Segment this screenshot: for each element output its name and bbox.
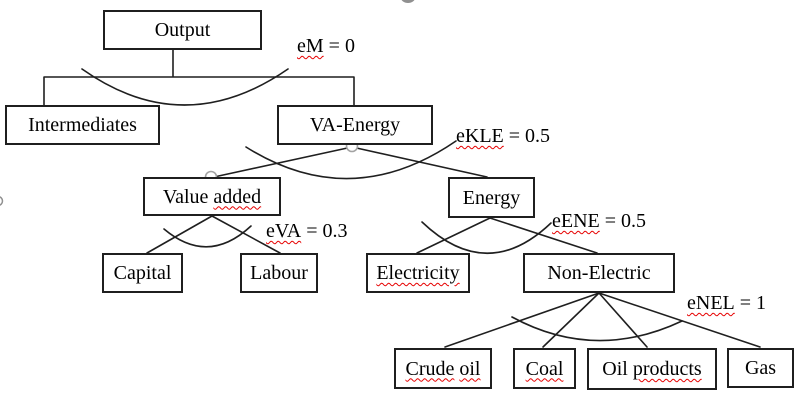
node-energy[interactable]: Energy [448, 177, 535, 218]
node-va-energy[interactable]: VA-Energy [277, 105, 433, 145]
node-label: Intermediates [28, 114, 137, 136]
node-oil-products[interactable]: Oil products [587, 348, 717, 390]
node-label-misspelled: Electricity [376, 262, 460, 284]
node-label-misspelled: products [632, 358, 702, 380]
nest-arc-eva [163, 225, 252, 248]
node-electricity[interactable]: Electricity [366, 253, 470, 293]
node-intermediates[interactable]: Intermediates [5, 105, 160, 145]
node-label-misspelled: Coal [525, 357, 564, 380]
nest-arc-em [81, 68, 289, 106]
nest-arc-ekle [245, 140, 457, 180]
node-coal[interactable]: Coal [513, 348, 576, 389]
node-label-misspelled: added [213, 185, 262, 208]
edge-handle-left-icon[interactable] [0, 196, 4, 206]
elasticity-symbol: eNEL [687, 292, 735, 314]
elasticity-label-enel[interactable]: eNEL = 1 [687, 292, 766, 314]
connector-valueadded-labour [211, 215, 281, 254]
node-output[interactable]: Output [103, 10, 262, 50]
connector-output-elbow [43, 49, 355, 106]
connector-nonelectric-coal [542, 292, 600, 348]
elasticity-label-eene[interactable]: eENE = 0.5 [552, 210, 646, 232]
node-label: Non-Electric [547, 262, 651, 284]
node-label: VA-Energy [309, 114, 401, 136]
node-capital[interactable]: Capital [102, 253, 183, 293]
nest-arc-enel [511, 316, 683, 342]
node-labour[interactable]: Labour [240, 253, 318, 293]
connector-nonelectric-gas [598, 292, 761, 348]
node-gas[interactable]: Gas [727, 348, 794, 388]
node-label-misspelled: oil [459, 357, 481, 380]
elasticity-value: = 1 [739, 292, 767, 314]
elasticity-label-ekle[interactable]: eKLE = 0.5 [456, 125, 550, 147]
edge-handle-top-icon[interactable] [401, 0, 415, 3]
elasticity-label-em[interactable]: eM = 0 [297, 35, 355, 57]
node-label: Capital [113, 262, 172, 284]
node-crude-oil[interactable]: Crude oil [394, 348, 492, 389]
node-label: Labour [250, 262, 308, 284]
connector-energy-nonelectric [489, 217, 598, 254]
connector-vaenergy-valueadded [213, 146, 353, 178]
nest-arc-eene [421, 221, 552, 254]
node-value-added[interactable]: Value added [143, 177, 281, 216]
elasticity-label-eva[interactable]: eVA = 0.3 [266, 220, 347, 242]
node-label: Gas [744, 357, 777, 379]
elasticity-symbol: eENE [552, 210, 600, 232]
connector-energy-electricity [416, 217, 491, 254]
node-non-electric[interactable]: Non-Electric [523, 253, 675, 293]
connector-nonelectric-crudeoil [444, 292, 600, 348]
node-label: Oil [602, 358, 628, 380]
elasticity-symbol: eVA [266, 220, 302, 242]
node-label: Energy [462, 186, 521, 209]
connector-valueadded-capital [146, 215, 213, 254]
elasticity-value: = 0 [328, 35, 355, 57]
connector-nonelectric-oilproducts [598, 292, 648, 348]
elasticity-symbol: eM [297, 35, 324, 57]
elasticity-value: = 0.3 [306, 220, 348, 242]
node-label: Value [162, 185, 209, 208]
node-label-misspelled: Crude [405, 357, 455, 380]
elasticity-symbol: eKLE [456, 125, 504, 147]
elasticity-value: = 0.5 [508, 125, 551, 147]
elasticity-value: = 0.5 [604, 210, 647, 232]
node-label: Output [154, 19, 211, 41]
